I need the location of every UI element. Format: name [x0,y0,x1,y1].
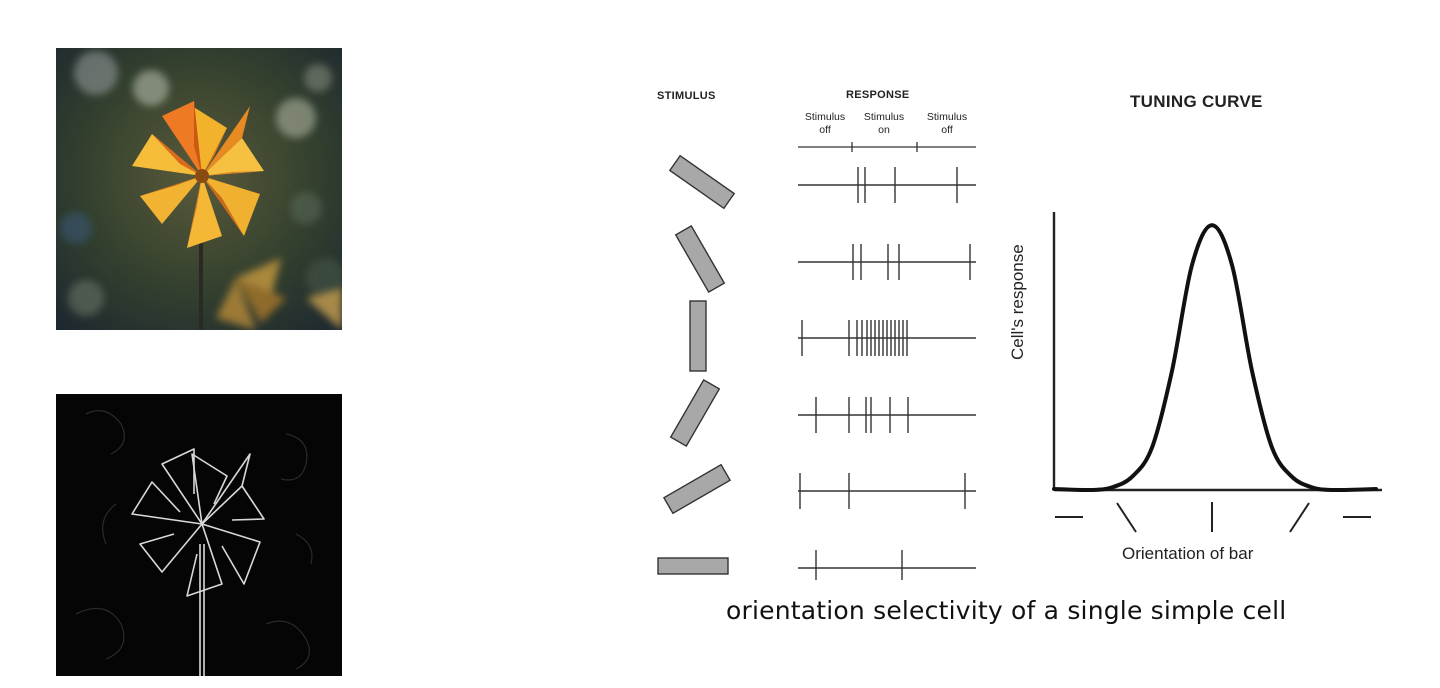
spike-train [798,473,976,509]
pinwheel-blades [132,101,264,248]
phase-label-line: Stimulus [863,111,905,123]
y-axis-label: Cell's response [1008,244,1027,360]
stimulus-header: STIMULUS [657,90,716,102]
pinwheel-photo-graphic [56,48,342,330]
spike-train [798,397,976,433]
phase-label-line: off [819,124,831,136]
tick-diagonal-right [1289,502,1310,533]
stimulus-bar [657,557,729,575]
phase-label-stimulus-off-1: Stimulus off [795,111,855,137]
stimulus-bars [657,154,736,575]
tuning-curve-title: TUNING CURVE [1130,92,1263,111]
phase-label-line: Stimulus [804,111,846,123]
x-axis-label: Orientation of bar [1122,544,1254,563]
phase-label-line: off [941,124,953,136]
pinwheel-edge-graphic [56,394,342,676]
tuning-curve-line [1052,223,1378,493]
pinwheel-photo [56,48,342,330]
tick-diagonal-left [1116,502,1137,533]
slide-caption: orientation selectivity of a single simp… [726,596,1287,625]
phase-label-stimulus-on: Stimulus on [854,111,914,137]
spike-train [798,244,976,280]
stimulus-bar [668,154,736,210]
phase-label-stimulus-off-2: Stimulus off [917,111,977,137]
spike-train [798,550,976,580]
spike-trains [798,167,976,580]
response-header: RESPONSE [846,89,910,101]
diagram-graphic [657,142,1382,580]
orientation-diagram: STIMULUS RESPONSE TUNING CURVE Stimulus … [640,80,1400,580]
stimulus-bar [669,378,721,448]
stimulus-bar [662,463,732,515]
tuning-curve-chart [1052,212,1382,533]
spike-train [798,167,976,203]
phase-timeline [798,142,976,152]
orientation-ticks [1055,502,1371,533]
stimulus-bar [674,224,726,294]
phase-label-line: Stimulus [926,111,968,123]
pinwheel-edge-map [56,394,342,676]
spike-train [798,320,976,356]
stimulus-bar [689,300,707,372]
phase-label-line: on [878,124,890,136]
